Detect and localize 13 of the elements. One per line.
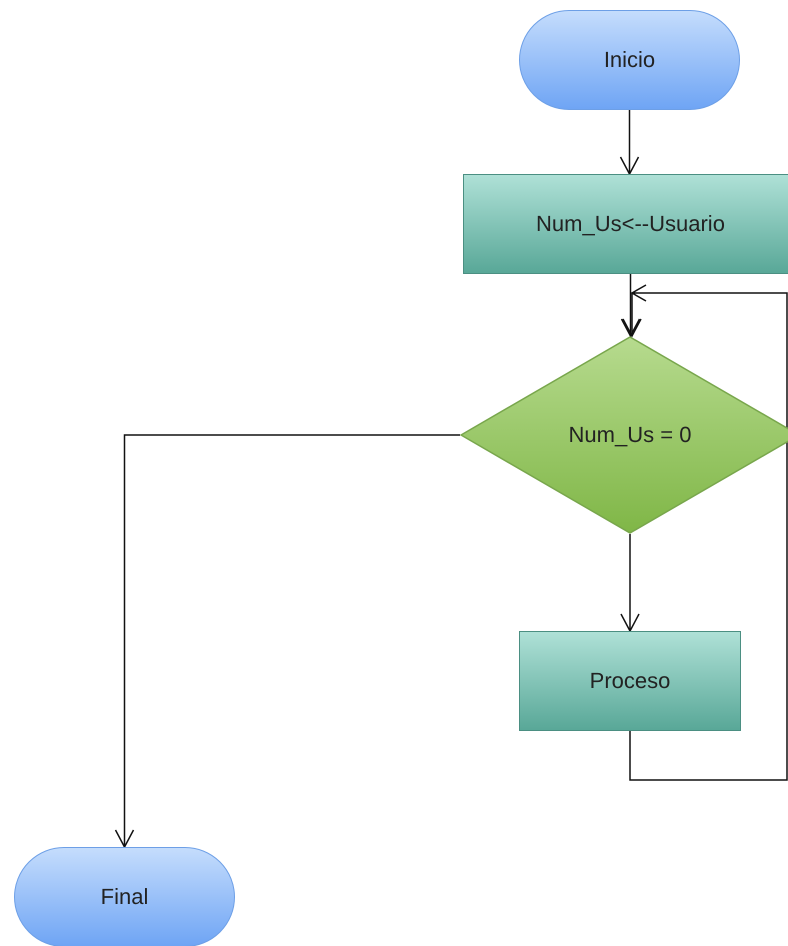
decision-diamond <box>460 336 788 534</box>
node-label: Proceso <box>590 668 670 694</box>
arrow <box>620 534 640 632</box>
arrow <box>114 434 460 848</box>
process-box <box>519 631 741 731</box>
node-label: Final <box>100 884 148 910</box>
arrow <box>620 274 640 337</box>
process-box <box>463 174 788 274</box>
node-label: Inicio <box>604 47 656 73</box>
node-label: Num_Us = 0 <box>568 422 692 448</box>
node-label: Num_Us<--Usuario <box>536 211 725 237</box>
arrow <box>620 110 640 175</box>
arrow <box>622 284 788 781</box>
